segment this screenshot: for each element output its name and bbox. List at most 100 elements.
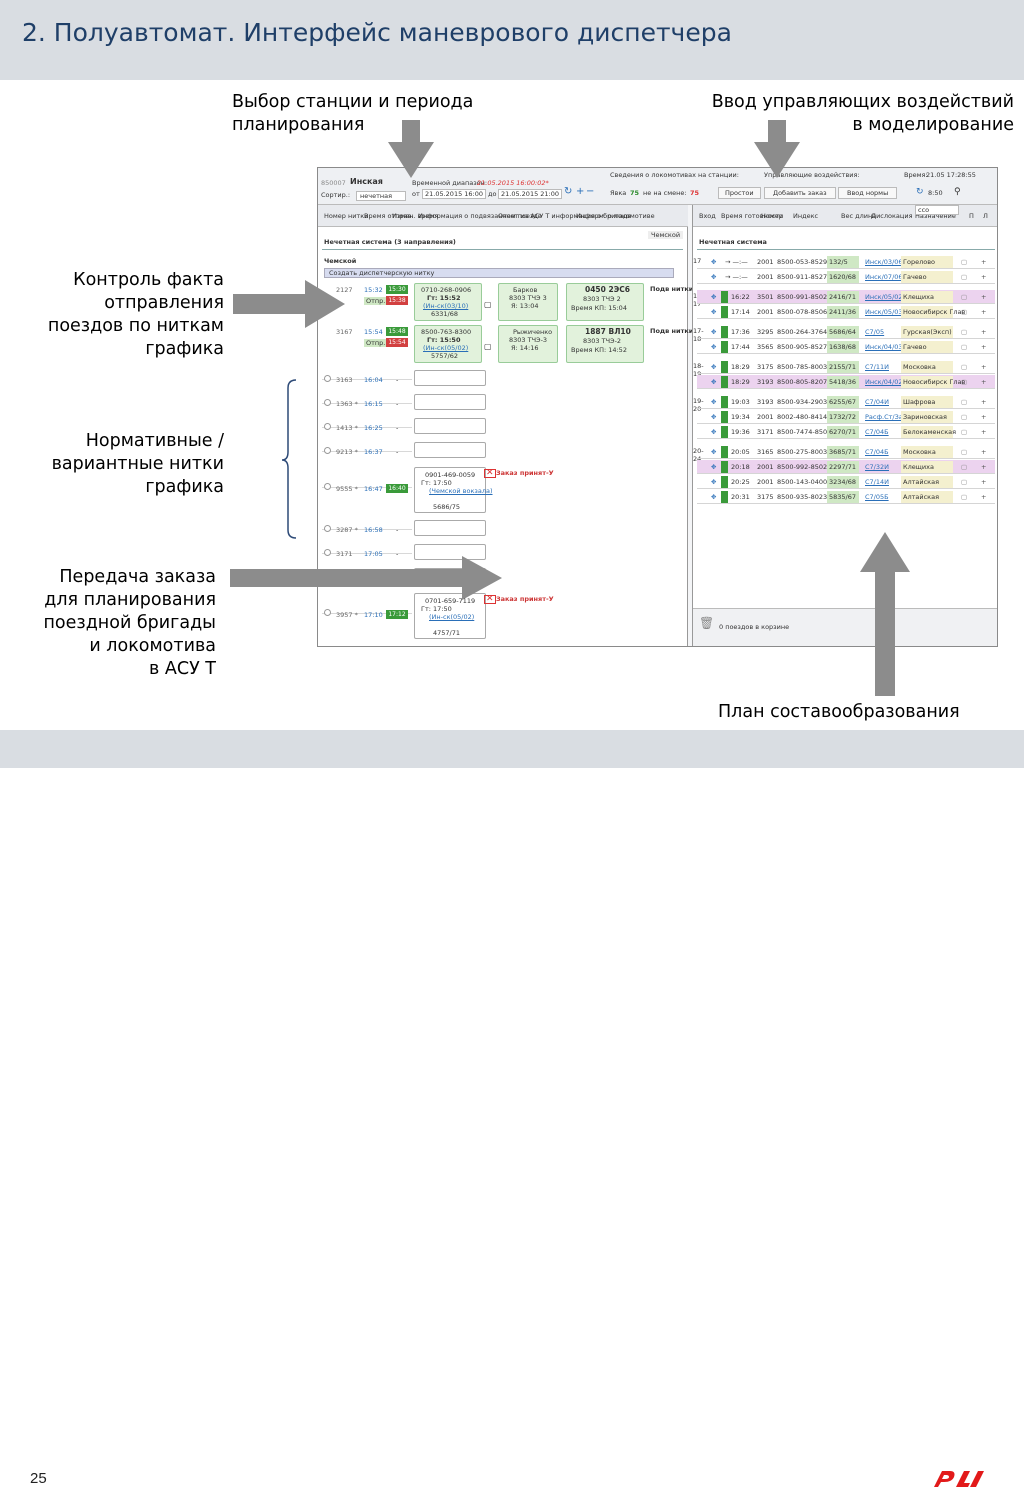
doc-icon[interactable]: ▢ bbox=[484, 342, 492, 351]
column-dislocation[interactable]: Дислокация bbox=[871, 212, 913, 220]
doc-icon[interactable]: ▢ bbox=[961, 378, 968, 386]
doc-icon[interactable]: ▢ bbox=[961, 463, 968, 471]
minus-icon[interactable]: − bbox=[586, 186, 595, 197]
thread-dot[interactable] bbox=[324, 525, 331, 532]
thread-dot[interactable] bbox=[324, 549, 331, 556]
thread-dot[interactable] bbox=[324, 375, 331, 382]
empty-slot[interactable] bbox=[414, 646, 486, 647]
move-icon[interactable]: ✥ bbox=[711, 293, 717, 301]
column-number[interactable]: Номер bbox=[761, 212, 783, 220]
doc-icon[interactable]: ▢ bbox=[961, 428, 968, 436]
doc-icon[interactable]: ▢ bbox=[961, 328, 968, 336]
move-icon[interactable]: ✥ bbox=[711, 448, 717, 456]
move-icon[interactable]: ✥ bbox=[711, 273, 717, 281]
idle-button[interactable]: Простои bbox=[718, 187, 761, 199]
move-icon[interactable]: ✥ bbox=[711, 258, 717, 266]
move-icon[interactable]: ✥ bbox=[711, 463, 717, 471]
move-icon[interactable]: ✥ bbox=[711, 308, 717, 316]
doc-icon[interactable]: ▢ bbox=[961, 398, 968, 406]
add-icon[interactable]: + bbox=[981, 493, 987, 501]
cancel-icon[interactable]: ✕ bbox=[484, 594, 496, 604]
enter-norm-button[interactable]: Ввод нормы bbox=[838, 187, 898, 199]
pin-icon[interactable]: ⚲ bbox=[954, 187, 961, 197]
column-loco[interactable]: Информ. о локомотиве bbox=[576, 212, 655, 220]
empty-slot[interactable] bbox=[414, 520, 486, 536]
add-icon[interactable]: + bbox=[981, 428, 987, 436]
order-train-link[interactable]: (Чемской вокзала) bbox=[429, 487, 493, 495]
add-icon[interactable]: + bbox=[981, 378, 987, 386]
doc-icon[interactable]: ▢ bbox=[961, 273, 968, 281]
add-icon[interactable]: + bbox=[981, 398, 987, 406]
cancel-icon[interactable]: ✕ bbox=[484, 468, 496, 478]
move-icon[interactable]: ✥ bbox=[711, 378, 717, 386]
trash-icon[interactable]: 🗑 bbox=[699, 616, 715, 630]
move-icon[interactable]: ✥ bbox=[711, 493, 717, 501]
doc-icon[interactable]: ▢ bbox=[961, 448, 968, 456]
destination-filter[interactable]: ссо bbox=[915, 205, 959, 215]
doc-icon[interactable]: ▢ bbox=[961, 413, 968, 421]
column-l[interactable]: Л bbox=[983, 212, 988, 220]
move-icon[interactable]: ✥ bbox=[711, 398, 717, 406]
add-icon[interactable]: + bbox=[981, 478, 987, 486]
add-icon[interactable]: + bbox=[981, 448, 987, 456]
station-name[interactable]: Инская bbox=[350, 177, 383, 186]
empty-slot[interactable] bbox=[414, 544, 486, 560]
empty-slot[interactable] bbox=[414, 370, 486, 386]
empty-slot[interactable] bbox=[414, 394, 486, 410]
column-crew[interactable]: Ответ из АСУ Т информация о бригаде bbox=[498, 212, 632, 220]
thread-dot[interactable] bbox=[324, 483, 331, 490]
add-icon[interactable]: + bbox=[981, 363, 987, 371]
column-thread[interactable]: Номер нитки bbox=[324, 212, 369, 220]
add-icon[interactable]: + bbox=[981, 343, 987, 351]
doc-icon[interactable]: ▢ bbox=[961, 293, 968, 301]
direction-tab[interactable]: Чемской bbox=[648, 231, 684, 239]
column-index[interactable]: Индекс bbox=[793, 212, 819, 220]
add-icon[interactable]: + bbox=[981, 273, 987, 281]
doc-icon[interactable]: ▢ bbox=[961, 493, 968, 501]
add-icon[interactable]: + bbox=[981, 413, 987, 421]
column-change[interactable]: Измен. время bbox=[392, 212, 439, 220]
move-icon[interactable]: ✥ bbox=[711, 478, 717, 486]
move-icon[interactable]: ✥ bbox=[711, 428, 717, 436]
refresh-icon[interactable]: ↻ bbox=[564, 186, 573, 197]
empty-slot[interactable] bbox=[414, 418, 486, 434]
move-icon[interactable]: ✥ bbox=[711, 343, 717, 351]
doc-icon[interactable]: ▢ bbox=[961, 258, 968, 266]
add-icon[interactable]: + bbox=[981, 308, 987, 316]
train-link[interactable]: (Ин-ск(03/10) bbox=[423, 302, 469, 310]
to-input[interactable]: 21.05.2015 21:00 bbox=[498, 189, 563, 199]
column-destination[interactable]: Назначение bbox=[915, 212, 956, 220]
column-entry[interactable]: Вход bbox=[699, 212, 716, 220]
column-train-info[interactable]: Информация о подвязанном поезде bbox=[418, 212, 542, 220]
sync-icon[interactable]: ↻ bbox=[916, 187, 924, 197]
move-icon[interactable]: ✥ bbox=[711, 363, 717, 371]
doc-icon[interactable]: ▢ bbox=[484, 300, 492, 309]
column-depart[interactable]: Время отправ. bbox=[364, 212, 414, 220]
doc-icon[interactable]: ▢ bbox=[961, 478, 968, 486]
add-icon[interactable]: + bbox=[981, 293, 987, 301]
column-ready[interactable]: Время готовности bbox=[721, 212, 784, 220]
thread-dot[interactable] bbox=[324, 399, 331, 406]
thread-dot[interactable] bbox=[324, 447, 331, 454]
doc-icon[interactable]: ▢ bbox=[961, 343, 968, 351]
column-weight[interactable]: Вес длина bbox=[841, 212, 877, 220]
add-icon[interactable]: + bbox=[981, 258, 987, 266]
from-input[interactable]: 21.05.2015 16:00 bbox=[422, 189, 487, 199]
